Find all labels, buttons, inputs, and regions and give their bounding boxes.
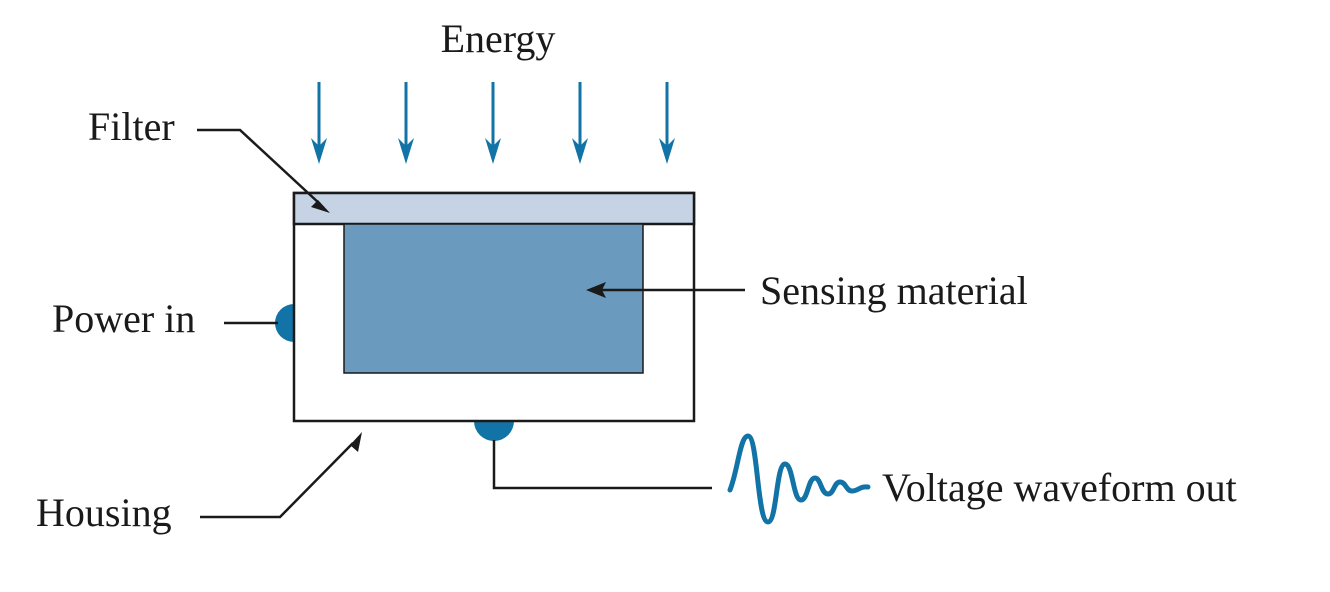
voltage-out-label: Voltage waveform out <box>882 465 1237 510</box>
energy-label: Energy <box>441 16 556 61</box>
filter <box>292 191 696 226</box>
filter-leader <box>197 128 321 205</box>
output-lead <box>492 440 712 490</box>
sensing-material-label: Sensing material <box>760 268 1028 313</box>
voltage-waveform-icon <box>727 433 871 525</box>
energy-arrow <box>311 82 327 164</box>
housing-label: Housing <box>36 490 172 535</box>
power-in-label: Power in <box>52 296 195 341</box>
housing-arrowhead <box>350 432 362 452</box>
energy-arrows <box>311 82 675 164</box>
energy-arrow <box>572 82 588 164</box>
filter-label: Filter <box>88 104 175 149</box>
sensing-arrowhead <box>586 282 606 298</box>
output-connector <box>474 421 514 441</box>
sensing-material <box>343 223 644 374</box>
energy-arrow <box>398 82 414 164</box>
energy-arrow <box>659 82 675 164</box>
housing-leader <box>200 442 354 519</box>
energy-arrow <box>485 82 501 164</box>
filter-arrowhead <box>311 200 330 213</box>
power-connector <box>275 304 294 342</box>
